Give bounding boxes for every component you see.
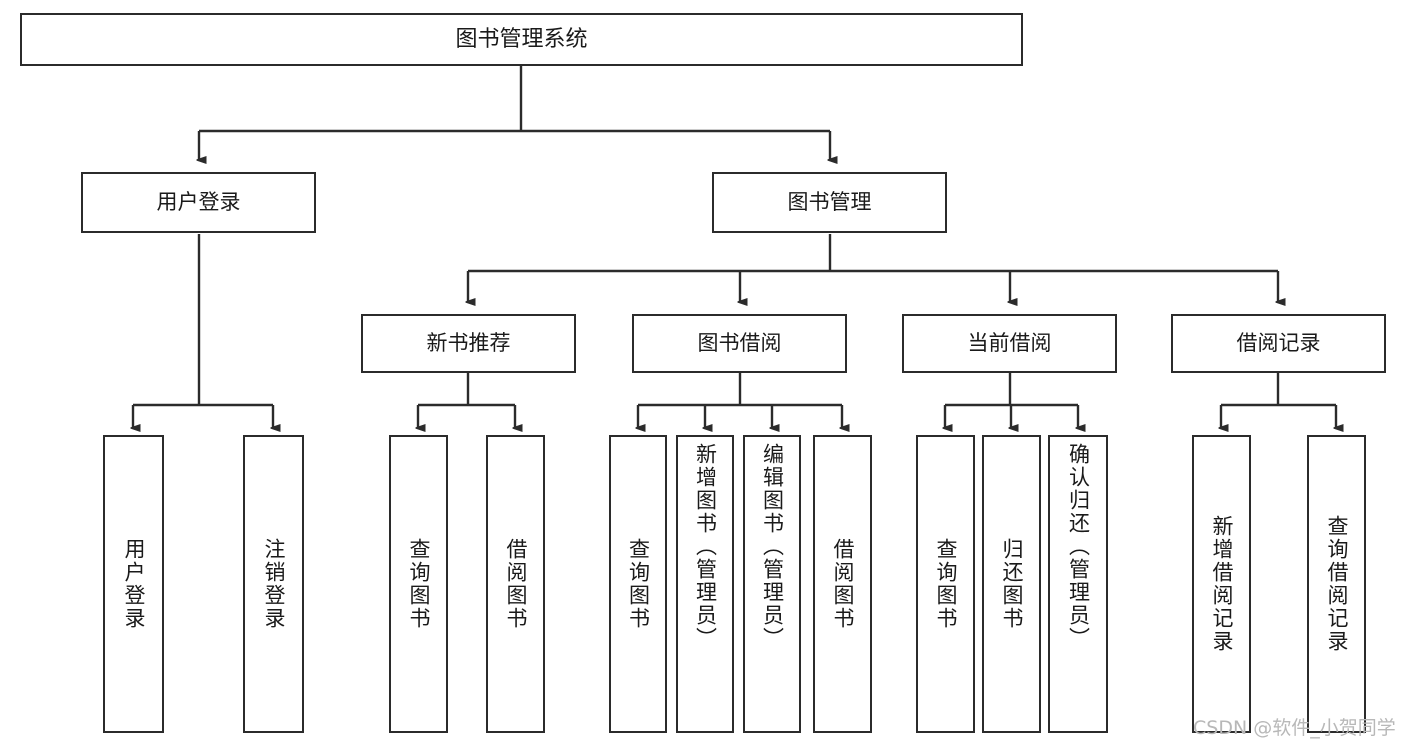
node-label: 当前借阅 bbox=[967, 331, 1052, 356]
node-label: 图书管理 bbox=[787, 190, 872, 215]
node-borrow-record[interactable]: 借阅记录 bbox=[1171, 314, 1386, 373]
leaf-add-borrow-record[interactable]: 新增借阅记录 bbox=[1192, 435, 1251, 733]
node-root-system[interactable]: 图书管理系统 bbox=[20, 13, 1023, 66]
node-label: 借阅图书 bbox=[831, 538, 855, 630]
node-label: 借阅记录 bbox=[1236, 331, 1321, 356]
leaf-return-book[interactable]: 归还图书 bbox=[982, 435, 1041, 733]
leaf-query-borrow-record[interactable]: 查询借阅记录 bbox=[1307, 435, 1366, 733]
node-label: 用户登录 bbox=[122, 538, 146, 630]
node-label: 归还图书 bbox=[1000, 538, 1024, 630]
csdn-watermark: CSDN @软件_小贺同学 bbox=[1193, 717, 1396, 739]
leaf-confirm-return-admin[interactable]: 确认归还（管理员） bbox=[1048, 435, 1108, 733]
node-label: 确认归还（管理员） bbox=[1066, 443, 1091, 650]
node-label: 图书借阅 bbox=[697, 331, 782, 356]
leaf-borrow-book-recommend[interactable]: 借阅图书 bbox=[486, 435, 545, 733]
node-label: 新增借阅记录 bbox=[1210, 515, 1234, 653]
node-current-borrow[interactable]: 当前借阅 bbox=[902, 314, 1117, 373]
leaf-query-book-recommend[interactable]: 查询图书 bbox=[389, 435, 448, 733]
leaf-user-login[interactable]: 用户登录 bbox=[103, 435, 164, 733]
node-label: 查询图书 bbox=[407, 538, 431, 630]
leaf-borrow-book-borrow[interactable]: 借阅图书 bbox=[813, 435, 872, 733]
node-label: 图书管理系统 bbox=[455, 26, 588, 52]
node-label: 查询图书 bbox=[626, 538, 651, 630]
leaf-edit-book-admin[interactable]: 编辑图书（管理员） bbox=[743, 435, 801, 733]
node-label: 查询借阅记录 bbox=[1325, 515, 1349, 653]
node-user-login[interactable]: 用户登录 bbox=[81, 172, 316, 233]
leaf-add-book-admin[interactable]: 新增图书（管理员） bbox=[676, 435, 734, 733]
node-label: 查询图书 bbox=[934, 538, 958, 630]
node-label: 新增图书（管理员） bbox=[693, 443, 718, 650]
node-label: 编辑图书（管理员） bbox=[760, 443, 785, 650]
node-label: 注销登录 bbox=[262, 538, 286, 630]
node-label: 用户登录 bbox=[156, 190, 241, 215]
node-label: 借阅图书 bbox=[504, 538, 528, 630]
leaf-query-book-current[interactable]: 查询图书 bbox=[916, 435, 975, 733]
leaf-logout[interactable]: 注销登录 bbox=[243, 435, 304, 733]
node-new-book-recommend[interactable]: 新书推荐 bbox=[361, 314, 576, 373]
node-label: 新书推荐 bbox=[426, 331, 511, 356]
leaf-query-book-borrow[interactable]: 查询图书 bbox=[609, 435, 667, 733]
node-book-management[interactable]: 图书管理 bbox=[712, 172, 947, 233]
node-book-borrow[interactable]: 图书借阅 bbox=[632, 314, 847, 373]
